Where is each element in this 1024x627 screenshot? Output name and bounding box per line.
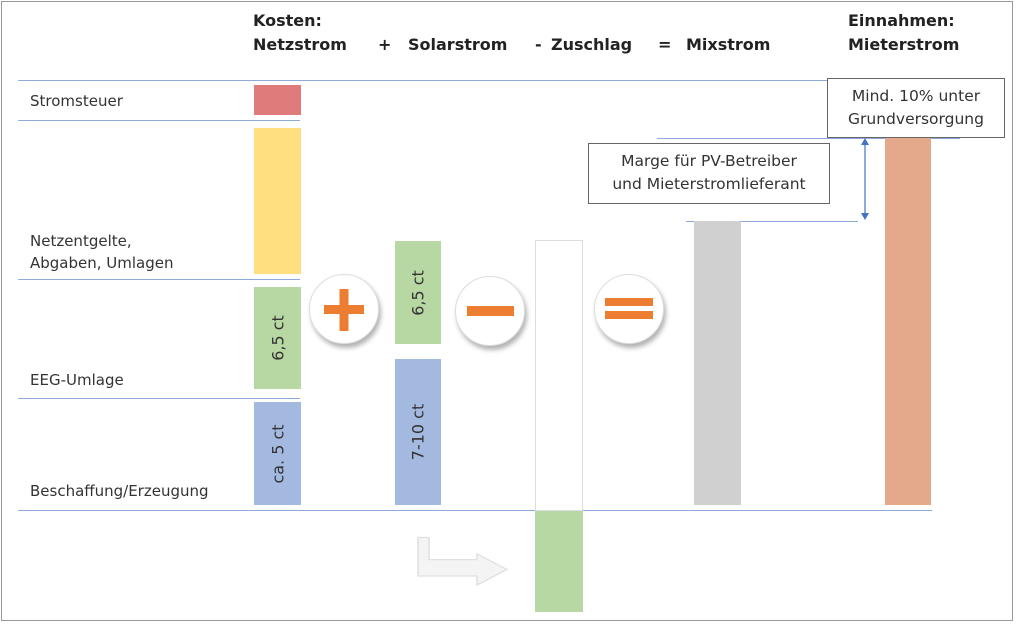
price-line: [657, 138, 960, 139]
margin-note-line2: und Mieterstromlieferant: [612, 175, 806, 193]
bar-mieterstrom: [885, 138, 931, 505]
divider: [18, 279, 300, 280]
bar-label: 6,5 ct: [268, 315, 287, 361]
header-zuschlag: Zuschlag: [551, 35, 633, 54]
plus-icon: [309, 274, 379, 344]
label-beschaffung: Beschaffung/Erzeugung: [30, 482, 209, 500]
label-netzentgelte-2: Abgaben, Umlagen: [30, 254, 174, 272]
label-netzentgelte-1: Netzentgelte,: [30, 232, 132, 250]
bar-stromsteuer: [254, 85, 301, 115]
divider: [18, 80, 830, 81]
price-note-line2: Grundversorgung: [848, 110, 984, 128]
divider: [18, 120, 300, 121]
header-einnahmen: Einnahmen:: [848, 11, 955, 30]
bar-solar-erzeugung: 7-10 ct: [395, 359, 441, 505]
label-stromsteuer: Stromsteuer: [30, 92, 123, 110]
header-mieterstrom: Mieterstrom: [848, 35, 960, 54]
header-minus: -: [535, 35, 542, 54]
price-note-line1: Mind. 10% unter: [851, 87, 981, 105]
frame: [1, 1, 1013, 621]
double-arrow-icon: [861, 138, 869, 220]
margin-note-line1: Marge für PV-Betreiber: [621, 152, 797, 170]
bar-zuschlag-outline: [535, 240, 583, 511]
margin-note: Marge für PV-Betreiber und Mieterstromli…: [588, 143, 830, 204]
bar-label: 6,5 ct: [408, 269, 428, 316]
label-eeg: EEG-Umlage: [30, 371, 124, 389]
minus-icon: [455, 276, 525, 346]
divider: [18, 398, 300, 399]
bar-label: 7-10 ct: [408, 403, 428, 461]
mix-line: [686, 221, 858, 222]
bar-mixstrom: [694, 221, 741, 505]
bent-arrow-icon: [417, 536, 509, 587]
bar-label: ca. 5 ct: [268, 423, 287, 484]
header-netzstrom: Netzstrom: [253, 35, 347, 54]
bar-netz-eeg: 6,5 ct: [254, 287, 301, 389]
equals-icon: [594, 274, 664, 344]
bar-zuschlag: [535, 511, 583, 612]
bar-solar-eeg: 6,5 ct: [395, 241, 441, 344]
bar-netz-beschaffung: ca. 5 ct: [254, 402, 301, 505]
header-plus: +: [378, 35, 392, 54]
header-equals: =: [658, 35, 672, 54]
header-kosten: Kosten:: [253, 11, 322, 30]
bar-netzentgelte: [254, 128, 301, 274]
header-mixstrom: Mixstrom: [686, 35, 771, 54]
baseline: [18, 510, 932, 511]
header-solarstrom: Solarstrom: [408, 35, 508, 54]
price-note: Mind. 10% unter Grundversorgung: [827, 78, 1005, 138]
